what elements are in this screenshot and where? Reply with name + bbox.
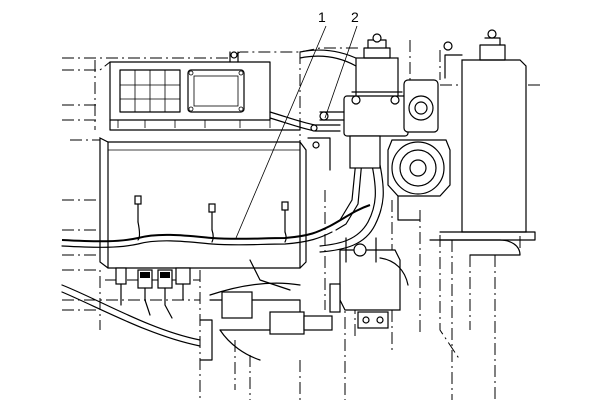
callout-2-label: 2	[351, 9, 359, 25]
ecm-box	[99, 137, 307, 269]
lower-piping	[61, 259, 333, 361]
lower-bracket	[329, 237, 409, 329]
harness-connectors	[134, 195, 289, 233]
callout-1-label: 1	[318, 9, 326, 25]
callout-leaders	[235, 25, 358, 239]
bottom-connectors	[115, 267, 191, 319]
pulley-assembly	[387, 79, 451, 221]
coolant-tank	[429, 29, 536, 256]
rocker-cover	[109, 51, 301, 131]
